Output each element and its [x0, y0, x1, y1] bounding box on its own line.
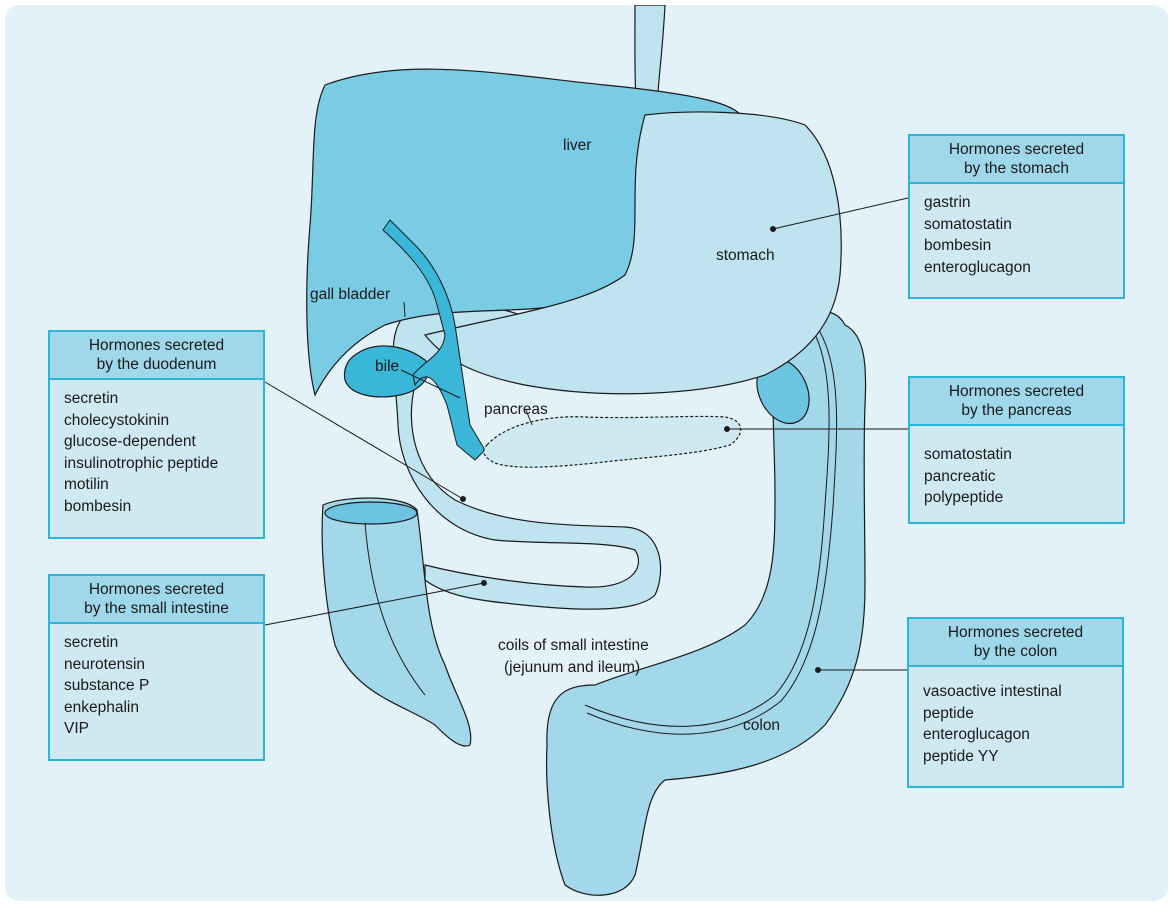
box-pancreas-item: pancreatic [924, 466, 1123, 488]
box-pancreas: Hormones secreted by the pancreas somato… [908, 376, 1125, 524]
box-duodenum-item: secretin [64, 388, 263, 410]
box-stomach-title-2: by the stomach [914, 159, 1119, 178]
label-liver: liver [563, 137, 591, 154]
box-stomach-item: somatostatin [924, 214, 1123, 236]
box-duodenum-item: cholecystokinin [64, 410, 263, 432]
box-colon-item: peptide [923, 703, 1122, 725]
box-stomach-item: bombesin [924, 235, 1123, 257]
box-colon-title-2: by the colon [913, 642, 1118, 661]
box-duodenum-item: glucose-dependent [64, 431, 263, 453]
label-bile: bile [375, 358, 399, 375]
box-small-intestine-item: enkephalin [64, 697, 263, 719]
box-stomach-item: enteroglucagon [924, 257, 1123, 279]
box-duodenum-item: insulinotrophic peptide [64, 453, 263, 475]
box-duodenum-list: secretin cholecystokinin glucose-depende… [50, 380, 263, 525]
label-small-intestine-2: (jejunum and ileum) [504, 659, 640, 676]
box-pancreas-title-1: Hormones secreted [914, 382, 1119, 401]
box-stomach: Hormones secreted by the stomach gastrin… [908, 134, 1125, 299]
box-pancreas-item: polypeptide [924, 487, 1123, 509]
box-colon-title: Hormones secreted by the colon [909, 619, 1122, 667]
box-colon-item: peptide YY [923, 746, 1122, 768]
box-small-intestine: Hormones secreted by the small intestine… [48, 574, 265, 761]
label-gall-bladder: gall bladder [310, 286, 390, 303]
label-stomach: stomach [716, 247, 775, 264]
box-duodenum-title: Hormones secreted by the duodenum [50, 332, 263, 380]
box-stomach-item: gastrin [924, 192, 1123, 214]
label-pancreas: pancreas [484, 401, 548, 418]
box-duodenum: Hormones secreted by the duodenum secret… [48, 330, 265, 539]
box-colon-item: enteroglucagon [923, 724, 1122, 746]
label-colon: colon [743, 717, 780, 734]
box-duodenum-item: bombesin [64, 496, 263, 518]
box-stomach-title: Hormones secreted by the stomach [910, 136, 1123, 184]
box-pancreas-title-2: by the pancreas [914, 401, 1119, 420]
box-colon-list: vasoactive intestinal peptide enterogluc… [909, 667, 1122, 775]
box-duodenum-title-1: Hormones secreted [54, 336, 259, 355]
box-stomach-list: gastrin somatostatin bombesin enterogluc… [910, 184, 1123, 286]
box-colon-item: vasoactive intestinal [923, 681, 1122, 703]
box-small-intestine-list: secretin neurotensin substance P enkepha… [50, 624, 263, 748]
caecum-opening [325, 502, 417, 524]
box-duodenum-item: motilin [64, 474, 263, 496]
box-small-intestine-item: secretin [64, 632, 263, 654]
box-small-intestine-item: neurotensin [64, 654, 263, 676]
box-small-intestine-title-2: by the small intestine [54, 599, 259, 618]
box-stomach-title-1: Hormones secreted [914, 140, 1119, 159]
box-pancreas-title: Hormones secreted by the pancreas [910, 378, 1123, 426]
box-pancreas-item: somatostatin [924, 444, 1123, 466]
box-small-intestine-title-1: Hormones secreted [54, 580, 259, 599]
box-small-intestine-item: substance P [64, 675, 263, 697]
diagram-panel: liver stomach gall bladder bile pancreas… [5, 5, 1168, 901]
box-colon: Hormones secreted by the colon vasoactiv… [907, 617, 1124, 788]
box-colon-title-1: Hormones secreted [913, 623, 1118, 642]
box-pancreas-list: somatostatin pancreatic polypeptide [910, 426, 1123, 517]
box-duodenum-title-2: by the duodenum [54, 355, 259, 374]
label-small-intestine-1: coils of small intestine [498, 637, 649, 654]
box-small-intestine-item: VIP [64, 718, 263, 740]
box-small-intestine-title: Hormones secreted by the small intestine [50, 576, 263, 624]
